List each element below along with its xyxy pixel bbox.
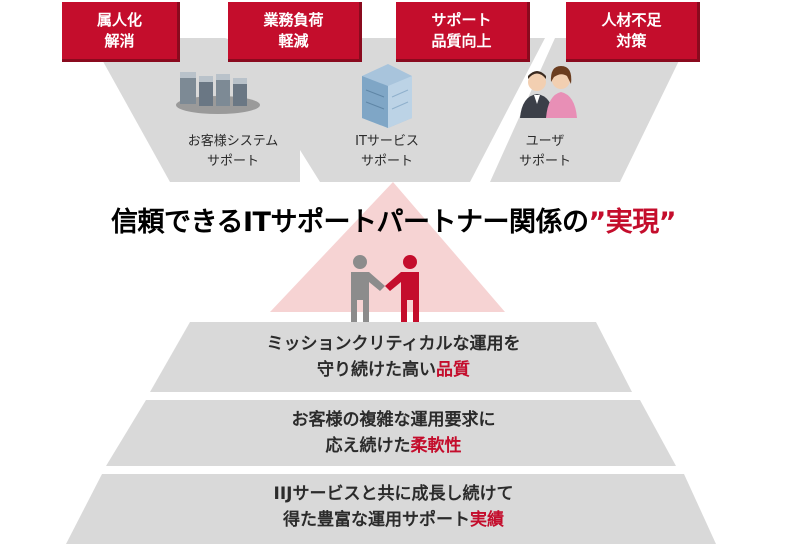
pyramid-tier-top — [150, 322, 632, 392]
funnel-label-customer-system: お客様システム サポート — [158, 132, 308, 172]
pyramid-tier-middle — [106, 400, 676, 466]
users-icon — [520, 66, 577, 118]
funnel-label-2-line1: ITサービス — [355, 134, 419, 149]
goal-box-2-line2: 軽減 — [278, 31, 309, 50]
goal-box-4-line1: 人材不足 — [601, 10, 662, 29]
server-rack-icon — [176, 72, 260, 114]
tier-2-line2-accent: 柔軟性 — [410, 436, 462, 456]
goal-box-2-line1: 業務負荷 — [263, 10, 324, 29]
tier-3-line2-plain: 得た豊富な運用サポート — [283, 510, 470, 530]
tier-2-line1: お客様の複雑な運用要求に — [291, 410, 496, 430]
goal-box-3: サポート 品質向上 — [396, 2, 530, 62]
headline-accent: ”実現” — [588, 207, 676, 238]
funnel-label-1-line2: サポート — [206, 154, 259, 169]
tier-2-line2-plain: 応え続けた — [325, 436, 411, 456]
funnel-label-user: ユーザ サポート — [470, 132, 620, 172]
goal-box-3-line1: サポート — [431, 10, 492, 29]
tier-3-line1: IIJサービスと共に成長し続けて — [273, 484, 514, 504]
pyramid-tier-bottom-text: IIJサービスと共に成長し続けて 得た豊富な運用サポート実績 — [0, 481, 787, 533]
pyramid-tier-bottom — [66, 474, 716, 544]
building-icon — [362, 64, 412, 128]
pyramid-tier-middle-text: お客様の複雑な運用要求に 応え続けた柔軟性 — [0, 407, 787, 459]
funnel-label-3-line1: ユーザ — [525, 134, 565, 149]
headline: 信頼できるITサポートパートナー関係の”実現” — [0, 200, 787, 239]
funnel-label-1-line1: お客様システム — [187, 134, 279, 149]
goal-box-1-line1: 属人化 — [96, 10, 142, 29]
goal-box-1-line2: 解消 — [104, 31, 135, 50]
goal-box-4: 人材不足 対策 — [566, 2, 700, 62]
headline-main: 信頼できるITサポートパートナー関係の — [111, 207, 589, 238]
tier-3-line2-accent: 実績 — [470, 510, 504, 530]
handshake-icon — [351, 255, 419, 322]
pink-triangle — [270, 182, 505, 312]
tier-1-line1: ミッションクリティカルな運用を — [266, 334, 521, 354]
goal-box-4-line2: 対策 — [616, 31, 647, 50]
goal-box-2: 業務負荷 軽減 — [228, 2, 362, 62]
tier-1-line2-plain: 守り続けた高い — [317, 360, 436, 380]
goal-box-3-line2: 品質向上 — [431, 31, 492, 50]
funnel-label-3-line2: サポート — [518, 154, 571, 169]
funnel-label-2-line2: サポート — [360, 154, 413, 169]
pyramid-tier-top-text: ミッションクリティカルな運用を 守り続けた高い品質 — [0, 331, 787, 383]
tier-1-line2-accent: 品質 — [436, 360, 470, 380]
goal-box-1: 属人化 解消 — [62, 2, 180, 62]
funnel-label-it-service: ITサービス サポート — [312, 132, 462, 172]
